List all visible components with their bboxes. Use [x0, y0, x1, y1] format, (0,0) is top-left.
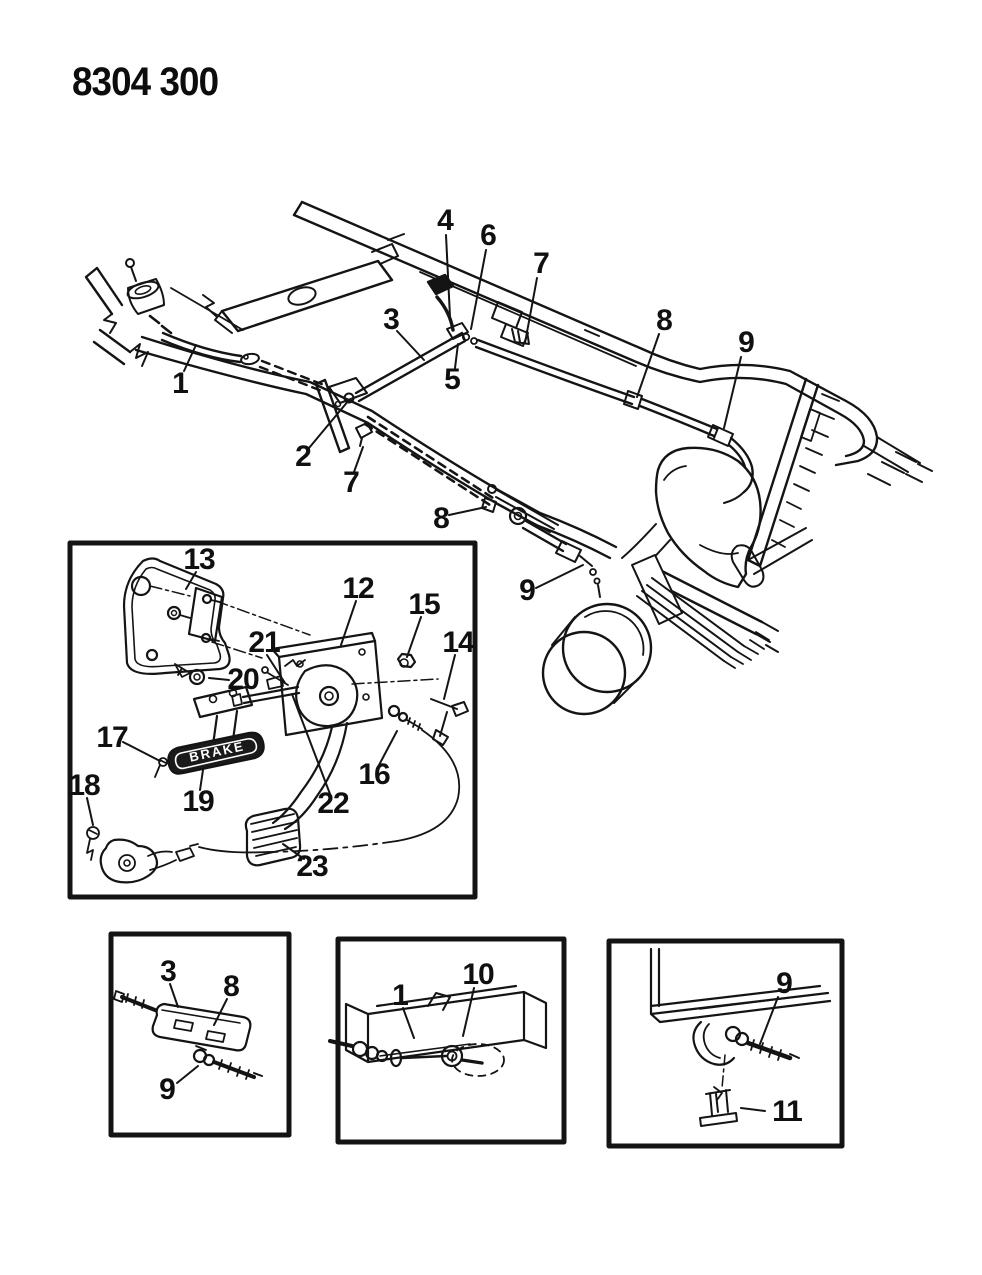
callout-15-nut: 15	[408, 588, 440, 621]
callout-22-sector: 22	[317, 787, 349, 820]
callout-c9-cable: 9	[776, 967, 793, 1000]
callout-18-screw: 18	[68, 769, 100, 802]
callout-c11-clip: 11	[772, 1095, 803, 1128]
callout-3-rod: 3	[383, 303, 400, 336]
callout-a8-bar: 8	[223, 970, 240, 1003]
frame-rails	[84, 200, 933, 653]
parking-brake-cables	[160, 295, 754, 598]
pedal-inset-box	[67, 540, 478, 900]
callout-9-end-left: 9	[519, 574, 536, 607]
callout-7-clip-rear: 7	[343, 466, 360, 499]
callout-9-end-right: 9	[738, 326, 755, 359]
callout-23-pad: 23	[296, 850, 328, 883]
callout-13-mounting-plate: 13	[183, 543, 215, 576]
equalizer-inset-box	[108, 931, 292, 1138]
callout-8-cable-right: 8	[656, 304, 673, 337]
callout-12-pedal-bracket: 12	[342, 572, 374, 605]
callout-a9-screw: 9	[159, 1073, 176, 1106]
callout-19-handle: 19	[182, 785, 214, 818]
callout-8-cable-left: 8	[433, 502, 450, 535]
callout-2-equalizer: 2	[295, 440, 312, 473]
callout-21-release-rod: 21	[248, 626, 280, 659]
rear-clip-inset-box	[606, 938, 845, 1149]
front-frame-bracket	[125, 258, 244, 335]
callout-20-screw: 20	[227, 663, 259, 696]
callout-1-front-cable: 1	[172, 367, 189, 400]
callout-4-hook: 4	[437, 204, 454, 237]
equalizer-detail	[113, 990, 263, 1080]
callout-14-bracket: 14	[442, 626, 474, 659]
callout-5-connector: 5	[444, 363, 461, 396]
leader-lines	[86, 234, 779, 1112]
callout-b10-grommet: 10	[462, 958, 494, 991]
pedal-assembly	[86, 557, 469, 884]
rear-axle-and-springs	[487, 377, 840, 716]
bracket-inset-box	[335, 936, 567, 1145]
callout-17-screw: 17	[96, 721, 128, 754]
callout-b1-cable: 1	[392, 979, 409, 1012]
callout-a3-rod: 3	[160, 955, 177, 988]
callout-16-cable: 16	[358, 758, 390, 791]
figure-code: 8304 300	[72, 60, 219, 104]
callout-6-link: 6	[480, 219, 497, 252]
bracket-detail	[328, 984, 548, 1077]
rear-clip-detail	[649, 947, 832, 1127]
callout-7-clip-front: 7	[533, 247, 550, 280]
